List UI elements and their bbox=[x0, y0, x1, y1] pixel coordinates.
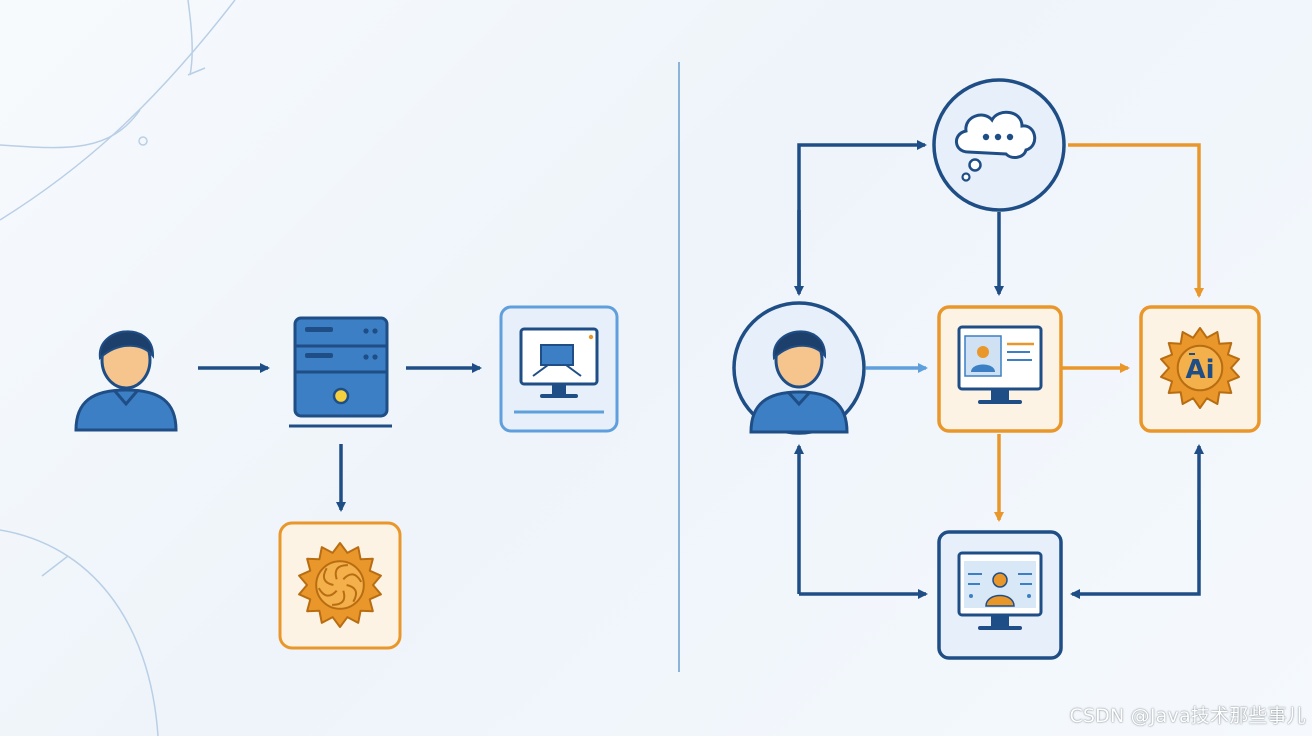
watermark-text: CSDN @Java技术那些事儿 bbox=[1069, 705, 1306, 727]
user-icon bbox=[74, 330, 178, 432]
user-monitor-icon bbox=[937, 530, 1063, 660]
thought-bubble-icon bbox=[932, 78, 1066, 212]
server-icon bbox=[289, 316, 392, 428]
arrow-ai-to-usermonitor bbox=[1070, 520, 1201, 599]
left-diagram bbox=[74, 305, 619, 650]
background-decor bbox=[0, 0, 236, 736]
ai-gear-label: Ai bbox=[1185, 355, 1214, 385]
profile-monitor-icon bbox=[937, 305, 1063, 433]
arrow-user-to-thought bbox=[797, 140, 927, 290]
right-diagram: Ai bbox=[732, 78, 1261, 660]
user-circle-icon bbox=[732, 301, 866, 435]
gear-icon bbox=[278, 521, 402, 650]
ai-gear-icon: Ai bbox=[1139, 305, 1261, 433]
arrow-thought-to-ai bbox=[1068, 143, 1204, 298]
user-icon bbox=[749, 330, 849, 434]
monitor-icon bbox=[499, 305, 619, 433]
